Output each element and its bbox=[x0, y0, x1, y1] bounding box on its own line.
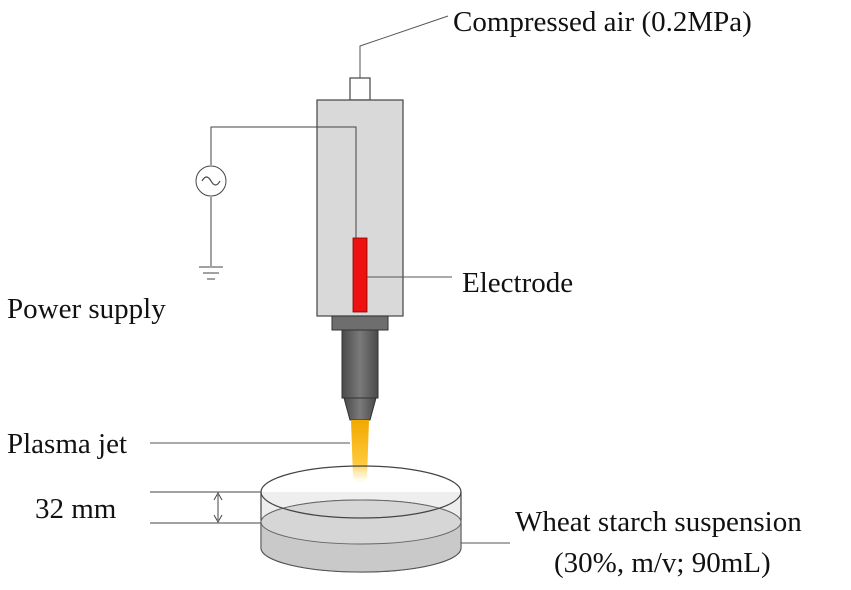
nozzle-tip bbox=[343, 397, 377, 421]
nozzle-collar bbox=[331, 315, 389, 331]
compressed-air-label: Compressed air (0.2MPa) bbox=[453, 6, 752, 38]
air-inlet-fitting bbox=[349, 77, 371, 101]
distance-label: 32 mm bbox=[35, 493, 117, 525]
suspension-label-line1: Wheat starch suspension bbox=[515, 506, 802, 538]
compressed-air-leader bbox=[359, 15, 449, 78]
ac-source-icon bbox=[195, 165, 227, 197]
suspension-label-line2: (30%, m/v; 90mL) bbox=[554, 547, 771, 579]
power-supply-label: Power supply bbox=[7, 293, 166, 325]
nozzle-body bbox=[341, 329, 379, 399]
ground-icon bbox=[199, 266, 223, 280]
plasma-jet-flame bbox=[351, 420, 369, 482]
power-wire bbox=[210, 126, 357, 238]
electrode-label: Electrode bbox=[462, 267, 573, 299]
distance-dimension bbox=[150, 491, 261, 524]
electrode-rod bbox=[352, 237, 368, 313]
plasma-jet-label: Plasma jet bbox=[7, 428, 127, 460]
